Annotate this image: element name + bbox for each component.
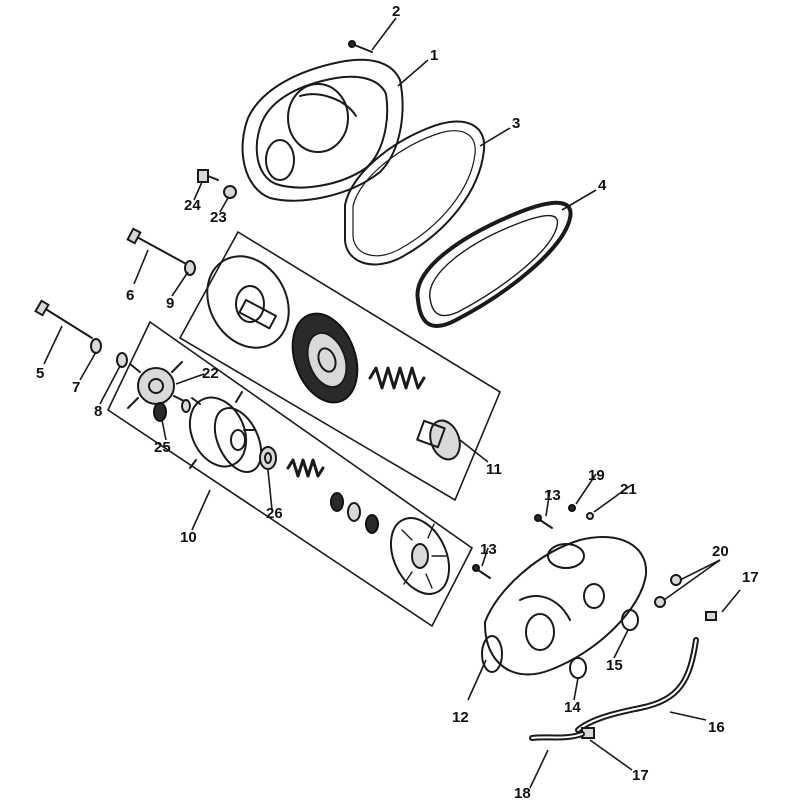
- part-washer-21: [586, 512, 594, 520]
- callout-13a: 13: [544, 487, 561, 504]
- callout-17a: 17: [742, 569, 759, 586]
- callout-17b: 17: [632, 767, 649, 784]
- callout-8: 8: [94, 403, 102, 420]
- callout-5: 5: [36, 365, 44, 382]
- part-washer-23: [223, 185, 237, 199]
- callout-9: 9: [166, 295, 174, 312]
- part-outer-cover: [241, 58, 404, 202]
- callout-15: 15: [606, 657, 623, 674]
- callout-12: 12: [452, 709, 469, 726]
- callout-11: 11: [486, 461, 502, 478]
- part-spring-10: [286, 458, 325, 478]
- part-washer-7: [90, 338, 102, 354]
- part-hub-11: [416, 419, 461, 461]
- part-screw-13b: [472, 564, 491, 579]
- part-oring-14: [569, 657, 587, 679]
- part-plug-19: [568, 504, 576, 512]
- part-long-bolt-5: [34, 299, 93, 339]
- callout-7: 7: [72, 379, 80, 396]
- callout-20: 20: [712, 543, 729, 560]
- part-screw-13a: [534, 514, 553, 529]
- assembly-box-10: [106, 320, 474, 628]
- part-drive-belt: [415, 200, 573, 328]
- callout-23: 23: [210, 209, 227, 226]
- callout-26: 26: [266, 505, 283, 522]
- part-inner-cover: [481, 536, 648, 676]
- callouts: 2 1 3 4 24 23 6 9 5 7 8 22 25 11 26 10 1…: [36, 3, 759, 800]
- part-clutch-drum: [291, 312, 359, 404]
- part-gasket: [344, 120, 486, 266]
- callout-3: 3: [512, 115, 520, 132]
- part-screw-2: [348, 40, 373, 53]
- callout-16: 16: [708, 719, 725, 736]
- part-oring-15: [621, 609, 639, 631]
- callout-22: 22: [202, 365, 219, 382]
- callout-21: 21: [620, 481, 637, 498]
- part-long-bolt-6: [126, 227, 191, 267]
- part-spring-11: [368, 366, 426, 390]
- part-washer-8: [116, 352, 128, 368]
- callout-6: 6: [126, 287, 134, 304]
- callout-10: 10: [180, 529, 197, 546]
- callout-25: 25: [154, 439, 171, 456]
- part-roller-25: [153, 402, 167, 422]
- part-small-bolt-24: [197, 169, 219, 183]
- part-drive-face: [213, 407, 263, 473]
- part-air-duct-16: [575, 637, 699, 733]
- part-duct-18: [529, 731, 585, 741]
- part-driven-sheave: [206, 255, 290, 349]
- part-washer-9: [184, 260, 196, 276]
- callout-13b: 13: [480, 541, 497, 558]
- leader-lines: [43, 17, 741, 789]
- part-clamp-17a: [705, 611, 717, 621]
- callout-4: 4: [598, 177, 607, 194]
- callout-1: 1: [430, 47, 438, 64]
- callout-24: 24: [184, 197, 201, 214]
- callout-19: 19: [588, 467, 605, 484]
- callout-2: 2: [392, 3, 400, 20]
- part-fan-pulley: [389, 517, 451, 595]
- part-nut-20a: [670, 574, 682, 586]
- part-seal-rings: [330, 492, 379, 534]
- part-variator: [181, 391, 255, 469]
- part-nut-20b: [654, 596, 666, 608]
- assembly-box-11: [178, 230, 502, 502]
- callout-18: 18: [514, 785, 531, 800]
- callout-14: 14: [564, 699, 581, 716]
- part-bushing-26: [259, 446, 277, 470]
